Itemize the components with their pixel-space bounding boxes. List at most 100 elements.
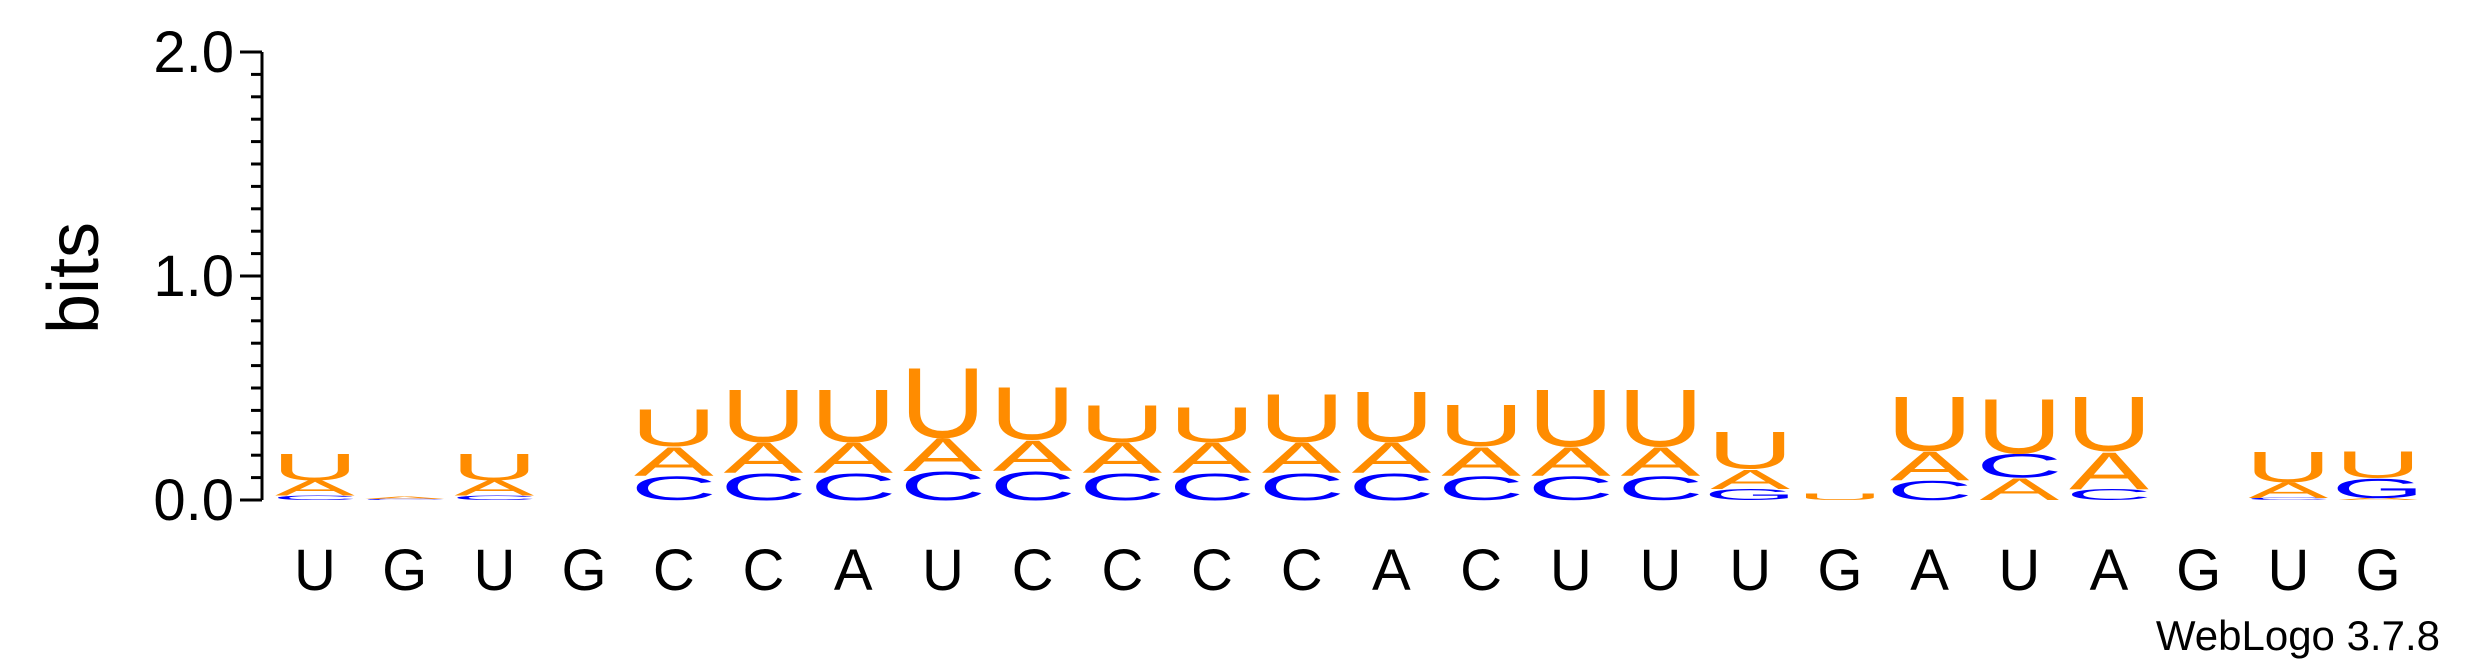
logo-letter-U: U xyxy=(1169,397,1255,453)
logo-letter-C: C xyxy=(1259,466,1345,508)
x-position-label: C xyxy=(1281,538,1323,603)
logo-stack: CAU xyxy=(1259,380,1345,508)
logo-letter-U: U xyxy=(720,375,806,459)
x-position-label: G xyxy=(2176,538,2221,603)
logo-letter-C: C xyxy=(1617,469,1703,508)
logo-letter-A: A xyxy=(2069,440,2149,500)
logo-letter-C: C xyxy=(1976,446,2062,485)
x-position-label: U xyxy=(1729,538,1771,603)
logo-letter-C: C xyxy=(720,466,806,508)
logo-letter-C: C xyxy=(451,494,537,501)
logo-letter-G: G xyxy=(1704,486,1797,503)
logo-letter-U: U xyxy=(272,446,358,488)
logo-letter-C: C xyxy=(631,469,717,508)
logo-letter-A: A xyxy=(275,476,356,500)
logo-letter-U: U xyxy=(1259,380,1345,457)
logo-letter-U: U xyxy=(1797,491,1883,502)
logo-letter-G: G xyxy=(2332,472,2425,503)
x-position-label: C xyxy=(1460,538,1502,603)
logo-letter-U: U xyxy=(1707,420,1793,480)
logo-letter-A: A xyxy=(1890,443,1970,489)
logo-letter-A: A xyxy=(365,496,446,499)
logo-stack: CAU xyxy=(1438,393,1524,508)
logo-letter-C: C xyxy=(900,463,986,509)
logo-letter-C: C xyxy=(1438,469,1524,508)
logo-stack: AGU xyxy=(2332,444,2425,504)
x-position-label: C xyxy=(1012,538,1054,603)
y-tick-label: 0.0 xyxy=(153,468,234,533)
logo-stack: CAU xyxy=(1079,393,1165,508)
logo-letter-U: U xyxy=(2066,381,2152,468)
x-position-label: A xyxy=(2090,538,2129,603)
logo-letter-A: A xyxy=(1082,434,1162,483)
logo-letter-A: A xyxy=(1172,434,1252,483)
logo-letter-A: A xyxy=(1979,472,2060,507)
logo-letter-A: A xyxy=(2249,478,2330,502)
logo-letter-U: U xyxy=(1348,377,1434,457)
logo-stack: GAU xyxy=(1704,420,1797,503)
logo-letter-A: A xyxy=(903,429,983,481)
logo-letter-A: A xyxy=(1531,438,1611,484)
logo-stack: CAU xyxy=(272,446,358,501)
logo-letter-U: U xyxy=(1528,372,1614,464)
logo-letter-U: U xyxy=(900,347,986,459)
logo-stack: CAU xyxy=(2066,381,2152,503)
x-position-label: C xyxy=(743,538,785,603)
logo-letter-C: C xyxy=(2066,486,2152,503)
x-position-label: U xyxy=(922,538,964,603)
logo-letter-C: C xyxy=(1528,469,1614,508)
logo-stack: CAU xyxy=(1617,372,1703,507)
logo-stack: CAU xyxy=(810,375,896,508)
logo-letter-C: C xyxy=(272,494,358,501)
logo-letter-A: A xyxy=(993,432,1073,481)
logo-letter-A: A xyxy=(1710,463,1790,494)
logo-letter-C: C xyxy=(1079,466,1165,508)
logo-letter-A: A xyxy=(634,438,714,484)
logo-letter-U: U xyxy=(1079,393,1165,453)
x-position-label: C xyxy=(653,538,695,603)
logo-stack: CAU xyxy=(720,375,806,508)
logo-stack: CAU xyxy=(1169,397,1255,508)
logo-letter-A: A xyxy=(1262,434,1342,483)
logo-letter-A: A xyxy=(813,434,893,483)
x-position-label: A xyxy=(1910,538,1949,603)
logo-letter-A: A xyxy=(1441,438,1521,484)
x-position-label: G xyxy=(562,538,607,603)
logo-stack: CAU xyxy=(451,446,537,501)
x-position-label: G xyxy=(2356,538,2401,603)
x-position-label: G xyxy=(382,538,427,603)
x-position-label: C xyxy=(1191,538,1233,603)
logo-letter-U: U xyxy=(1438,393,1524,459)
x-position-label: C xyxy=(1101,538,1143,603)
x-position-label: U xyxy=(2267,538,2309,603)
weblogo-credit: WebLogo 3.7.8 xyxy=(2156,612,2440,659)
logo-letter-C: C xyxy=(989,463,1075,509)
x-position-label: U xyxy=(1550,538,1592,603)
x-position-label: U xyxy=(1998,538,2040,603)
logo-letter-C: C xyxy=(1348,466,1434,508)
y-tick-label: 2.0 xyxy=(153,20,234,85)
logo-letter-U: U xyxy=(810,375,896,459)
logo-letter-U: U xyxy=(1976,383,2062,470)
x-position-label: U xyxy=(1640,538,1682,603)
logo-letter-A: A xyxy=(724,434,804,483)
logo-letter-C: C xyxy=(362,499,448,501)
logo-letter-U: U xyxy=(631,398,717,458)
y-axis: 0.01.02.0 xyxy=(153,20,264,533)
logo-letter-U: U xyxy=(989,373,1075,457)
logo-letter-U: U xyxy=(1886,381,1972,468)
logo-stack: CAU xyxy=(1528,372,1614,507)
x-position-label: G xyxy=(1817,538,1862,603)
logo-letter-U: U xyxy=(1617,372,1703,464)
logo-letter-A: A xyxy=(2338,497,2419,500)
logo-stack: CAU xyxy=(631,398,717,508)
logo-stack: U xyxy=(1797,491,1883,502)
logo-letter-U: U xyxy=(2335,444,2421,486)
logo-letter-C: C xyxy=(810,466,896,508)
logo-stack: CAU xyxy=(989,373,1075,509)
logo-letter-C: C xyxy=(2245,497,2331,500)
logo-stack: CA xyxy=(362,496,448,500)
